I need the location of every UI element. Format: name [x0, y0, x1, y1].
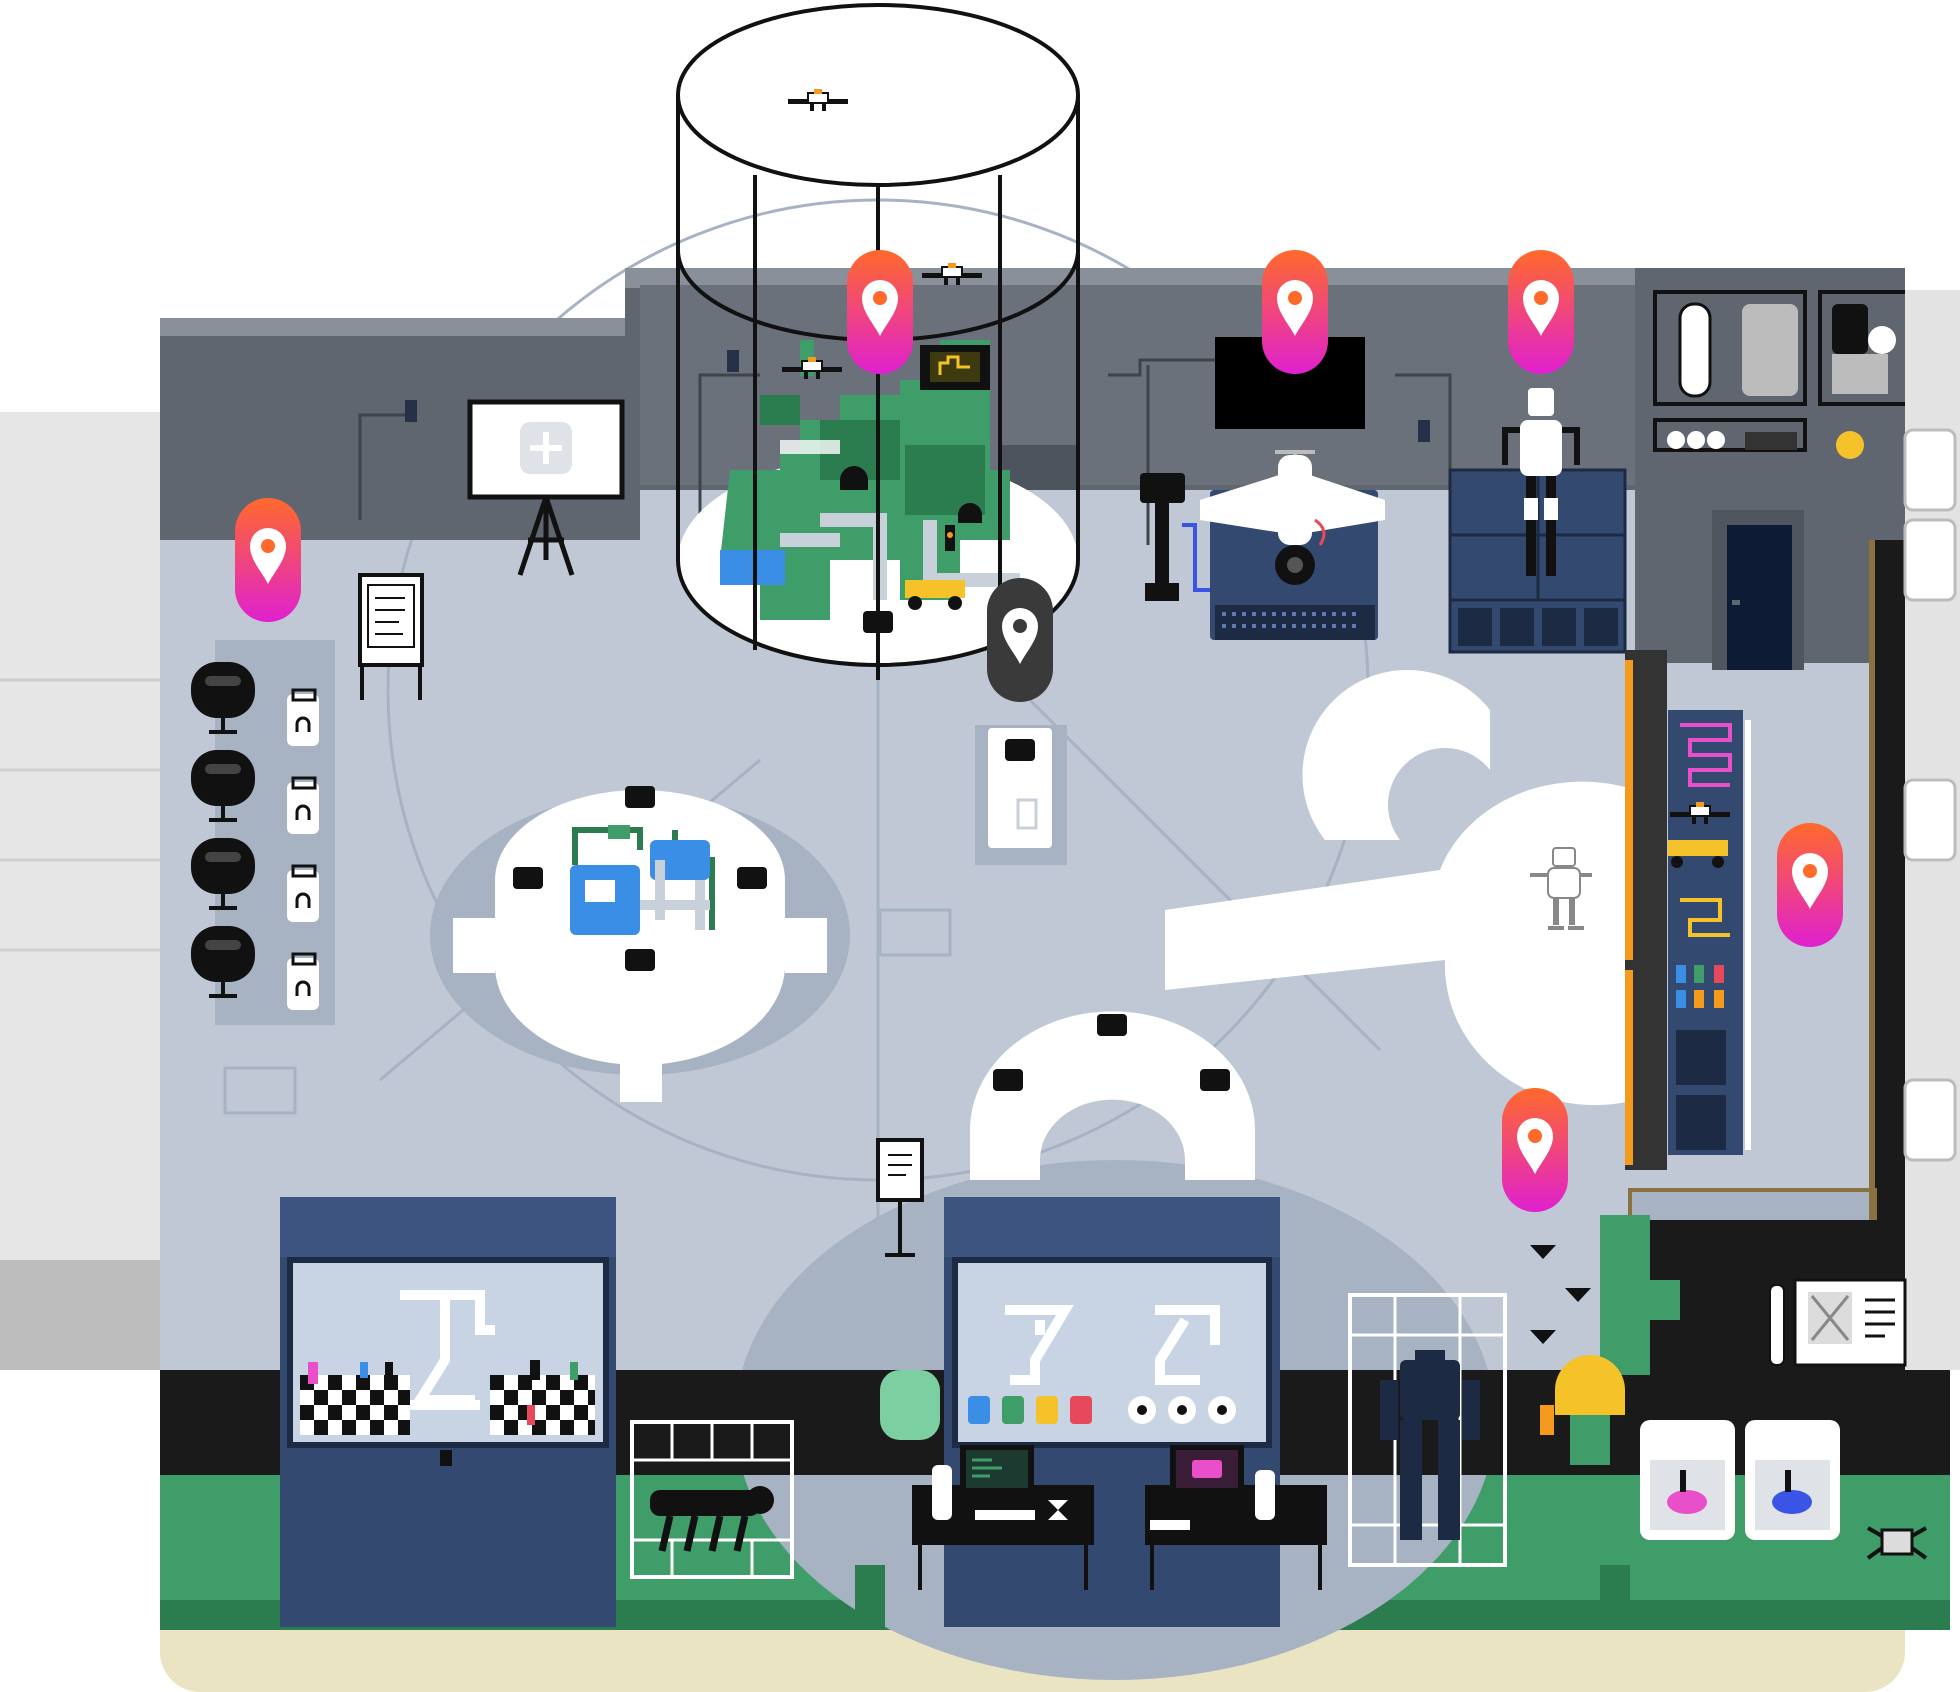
arch-station[interactable] — [970, 1011, 1255, 1180]
whiteboard[interactable] — [467, 399, 625, 576]
humanoid-robot — [1502, 388, 1580, 576]
workstation-left[interactable] — [912, 1445, 1094, 1590]
wall-terminal[interactable] — [1769, 1278, 1907, 1367]
spider-robot — [1866, 1526, 1928, 1560]
robot-arm-right — [1155, 1305, 1220, 1385]
location-pin-bipedal-cage[interactable] — [1502, 1088, 1568, 1212]
center-kiosk[interactable] — [975, 725, 1067, 865]
location-pin-drone-cage[interactable] — [847, 250, 913, 374]
drone-cage[interactable] — [676, 3, 1080, 680]
info-sign-center[interactable] — [876, 1138, 924, 1257]
seating-area[interactable] — [191, 640, 335, 1025]
chess-board-right — [490, 1360, 595, 1435]
round-table[interactable] — [453, 786, 827, 1102]
control-booth[interactable] — [944, 1197, 1280, 1627]
location-pin-robot-shelf[interactable] — [1777, 823, 1843, 947]
robot-stage[interactable] — [1165, 669, 1635, 1106]
bipedal-robot — [1400, 1360, 1460, 1420]
robot-pods[interactable] — [1640, 1420, 1840, 1540]
robot-shelf[interactable] — [1625, 650, 1751, 1170]
robot-arm-chess — [400, 1290, 495, 1410]
chess-booth[interactable] — [280, 1197, 616, 1627]
chess-board-left — [300, 1362, 410, 1435]
robot-dog-cage[interactable] — [630, 1420, 794, 1579]
location-pin-seating-area[interactable] — [235, 498, 301, 622]
location-pin-flight-sim[interactable] — [1262, 250, 1328, 374]
small-humanoid-robot — [1530, 847, 1592, 930]
location-pin-center-kiosk[interactable] — [987, 578, 1053, 702]
rover-toy — [905, 580, 965, 598]
humanoid-cabinet[interactable] — [1448, 388, 1627, 654]
flight-simulator[interactable] — [1140, 450, 1385, 640]
workstation-right[interactable] — [1145, 1445, 1327, 1590]
robot-arm-left — [1005, 1305, 1074, 1385]
info-sign-left[interactable] — [358, 573, 424, 700]
location-pin-humanoid-cabinet[interactable] — [1508, 250, 1574, 374]
bipedal-cage[interactable] — [1348, 1293, 1507, 1567]
